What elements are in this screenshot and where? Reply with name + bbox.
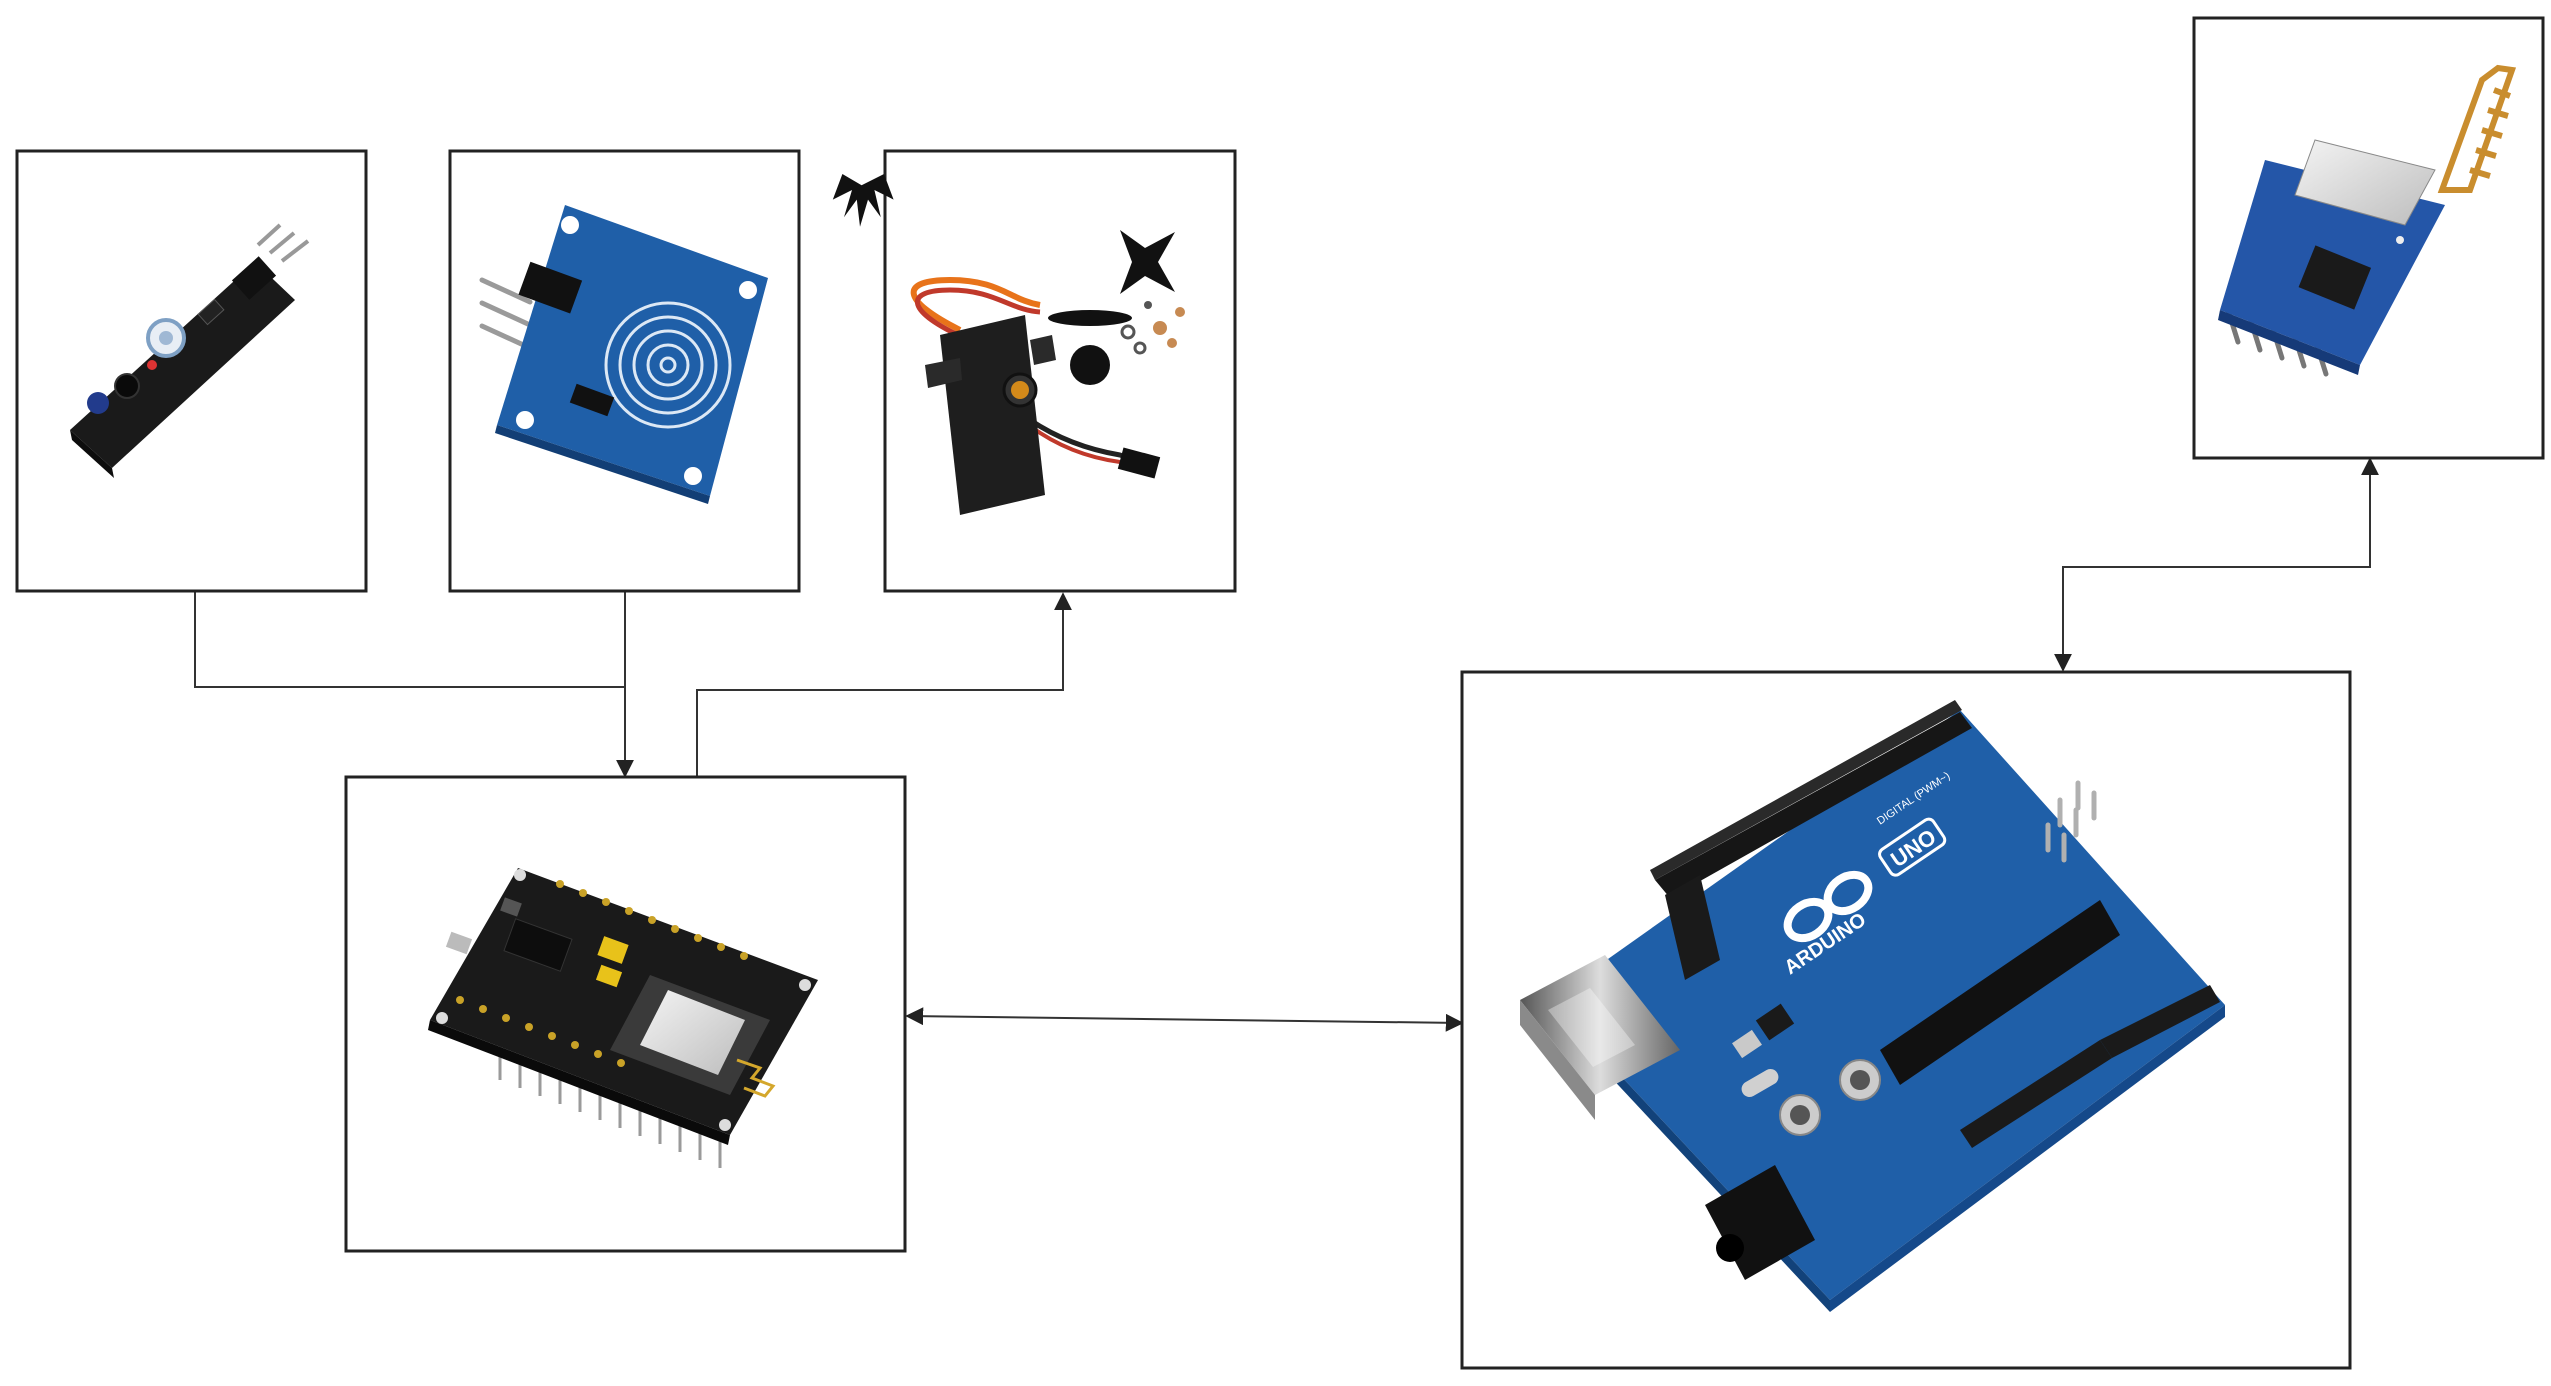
arduino-image: ARDUINO UNO DIGITAL (PWM~) xyxy=(1520,700,2225,1312)
rf-module-image xyxy=(2218,64,2517,377)
touch-sensor-image xyxy=(479,205,768,504)
nodemcu-block xyxy=(344,775,907,1253)
servo-block xyxy=(832,149,1237,593)
rf-module-block xyxy=(2192,16,2545,460)
edge-nodemcu-arduino xyxy=(905,1007,1464,1032)
arduino-block: ARDUINO UNO DIGITAL (PWM~) xyxy=(1460,670,2352,1370)
touch-sensor-block xyxy=(448,149,801,593)
edge-arduino-rf xyxy=(2054,457,2379,672)
servo-image xyxy=(832,174,1185,515)
ir-sensor-block xyxy=(15,149,368,593)
edge-ir-to-nodemcu xyxy=(194,592,625,688)
connectors xyxy=(194,457,2379,1032)
ir-sensor-image xyxy=(70,223,310,478)
nodemcu-image xyxy=(428,868,818,1168)
edge-nodemcu-to-servo xyxy=(696,592,1072,776)
